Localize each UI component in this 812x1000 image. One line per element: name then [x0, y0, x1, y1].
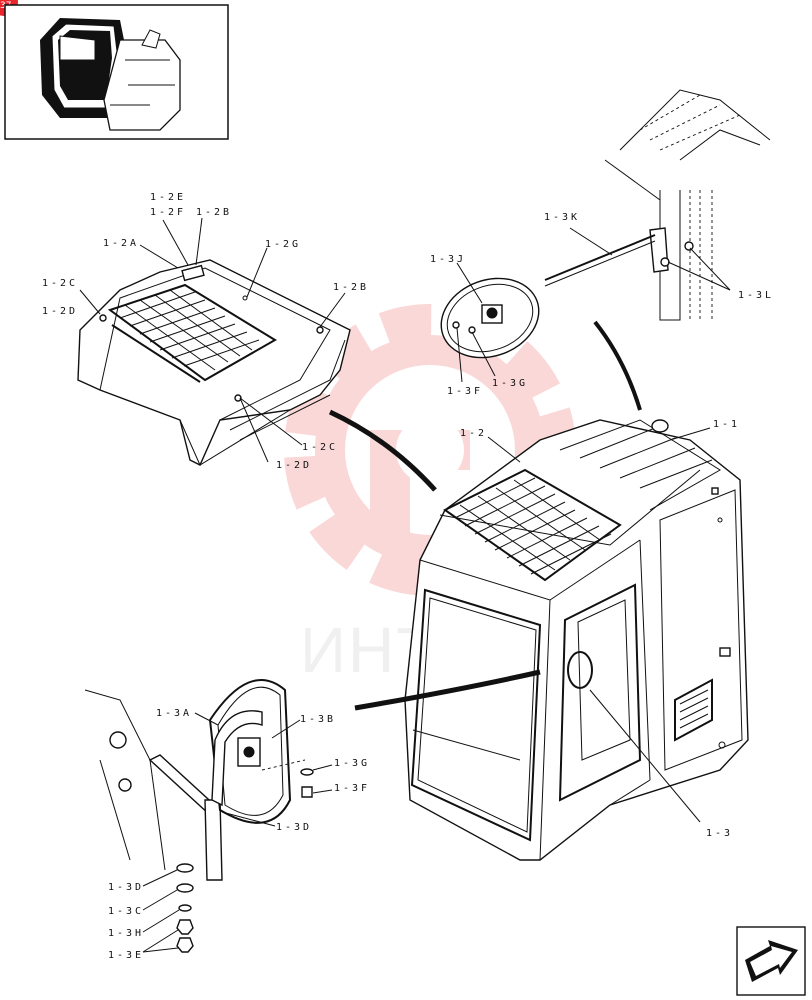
round-mirror[interactable] [430, 265, 550, 371]
label-1-3A: 1-3A [156, 708, 192, 719]
label-1-2B-right: 1-2B [333, 282, 369, 293]
label-1-2E: 1-2E [150, 192, 186, 203]
label-1-2G: 1-2G [265, 239, 301, 250]
label-1-2B-top: 1-2B [196, 207, 232, 218]
label-1-1: 1-1 [713, 419, 740, 430]
label-1-2D-left: 1-2D [42, 306, 78, 317]
label-1-3: 1-3 [706, 828, 733, 839]
roof-assembly[interactable] [77, 259, 351, 466]
part-labels: 1-1 1-2 1-3 1-2A 1-2B 1-2B 1-2C 1-2D 1-2… [42, 192, 774, 961]
leader-lines [79, 217, 731, 953]
label-1-3G-bottom: 1-3G [334, 758, 370, 769]
next-page-button[interactable] [736, 926, 806, 996]
label-1-2C-bottom: 1-2C [302, 442, 338, 453]
label-1-3K: 1-3K [544, 212, 580, 223]
mirror-stay-assembly[interactable] [544, 89, 771, 321]
label-1-3J: 1-3J [430, 254, 466, 265]
label-1-2: 1-2 [460, 428, 487, 439]
label-1-3C: 1-3C [108, 906, 144, 917]
label-1-2C-left: 1-2C [42, 278, 78, 289]
thumbnail-box[interactable] [4, 4, 229, 140]
label-1-2F: 1-2F [150, 207, 186, 218]
label-1-3L: 1-3L [738, 290, 774, 301]
side-mirror-detail[interactable] [84, 679, 314, 953]
label-1-3E: 1-3E [108, 950, 144, 961]
label-1-3B: 1-3B [300, 714, 336, 725]
label-1-3D-mid: 1-3D [276, 822, 312, 833]
label-1-2D-bottom: 1-2D [276, 460, 312, 471]
connector-strokes [328, 320, 642, 711]
label-1-3G-top: 1-3G [492, 378, 528, 389]
label-1-2A: 1-2A [103, 238, 139, 249]
roof-guard-grid [107, 283, 277, 383]
arrow-next-icon [745, 940, 798, 982]
cab-roof-guard [443, 468, 622, 582]
thumbnail-excavator-cab-icon [40, 18, 181, 131]
label-1-3D-low: 1-3D [108, 882, 144, 893]
label-1-3F-top: 1-3F [447, 386, 483, 397]
label-1-3H: 1-3H [108, 928, 144, 939]
label-1-3F-bottom: 1-3F [334, 783, 370, 794]
cab-main[interactable] [404, 419, 749, 861]
